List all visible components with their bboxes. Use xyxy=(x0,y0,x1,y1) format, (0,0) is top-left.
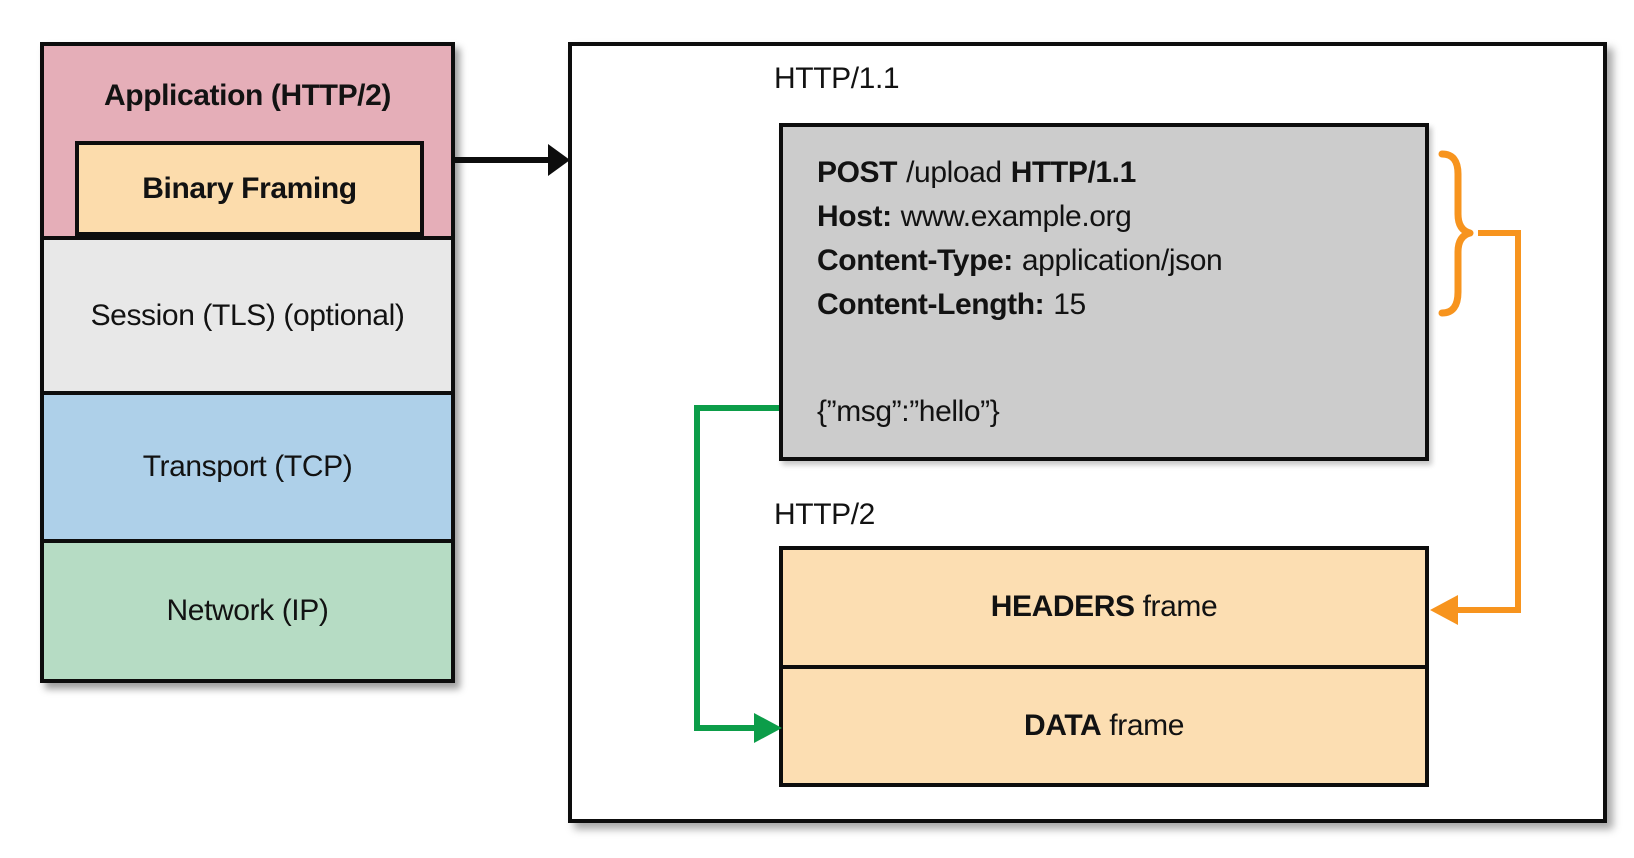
content-length-value: 15 xyxy=(1053,288,1086,321)
layer-transport-label: Transport (TCP) xyxy=(142,450,353,483)
request-path: /upload xyxy=(906,156,1002,189)
host-value: www.example.org xyxy=(900,200,1132,233)
layer-application-http2: Application (HTTP/2) Binary Framing xyxy=(44,46,451,236)
layer-session-tls: Session (TLS) (optional) xyxy=(44,236,451,391)
protocol-stack: Application (HTTP/2) Binary Framing Sess… xyxy=(40,42,455,683)
headers-frame-rest: frame xyxy=(1142,590,1218,624)
data-frame-word: DATA xyxy=(1024,708,1102,742)
content-type-key: Content-Type: xyxy=(817,244,1013,277)
layer-transport-tcp: Transport (TCP) xyxy=(44,391,451,539)
layer-session-label: Session (TLS) (optional) xyxy=(90,298,405,332)
headers-brace-icon xyxy=(1438,150,1474,317)
stack-to-detail-arrow-line xyxy=(455,157,551,163)
data-frame-rest: frame xyxy=(1109,708,1184,742)
data-frame-row: DATA frame xyxy=(783,664,1425,784)
layer-network-label: Network (IP) xyxy=(166,594,329,627)
request-version: HTTP/1.1 xyxy=(1010,156,1137,189)
content-type-value: application/json xyxy=(1021,244,1223,277)
layer-network-ip: Network (IP) xyxy=(44,539,451,679)
stack-to-detail-arrow-head xyxy=(548,144,570,176)
headers-connector-line xyxy=(1456,230,1521,613)
data-connector-line xyxy=(694,405,779,731)
request-method: POST xyxy=(817,156,898,189)
headers-frame-word: HEADERS xyxy=(990,590,1135,624)
content-length-key: Content-Length: xyxy=(817,288,1045,321)
request-body-json: {”msg”:”hello”} xyxy=(817,395,1000,428)
headers-connector-arrowhead-icon xyxy=(1430,595,1458,625)
request-line-content-type: Content-Type:application/json xyxy=(817,239,1425,283)
http2-frames-box: HEADERS frame DATA frame xyxy=(779,546,1429,787)
request-line-content-length: Content-Length:15 xyxy=(817,283,1425,327)
binary-framing-label: Binary Framing xyxy=(142,171,357,205)
http1-label: HTTP/1.1 xyxy=(774,62,900,95)
request-line-host: Host:www.example.org xyxy=(817,195,1425,239)
layer-application-label: Application (HTTP/2) xyxy=(104,79,391,112)
http2-label: HTTP/2 xyxy=(774,498,875,531)
data-connector-arrowhead-icon xyxy=(754,713,782,743)
binary-framing-box: Binary Framing xyxy=(75,141,424,236)
host-key: Host: xyxy=(817,200,892,233)
headers-frame-row: HEADERS frame xyxy=(783,550,1425,665)
